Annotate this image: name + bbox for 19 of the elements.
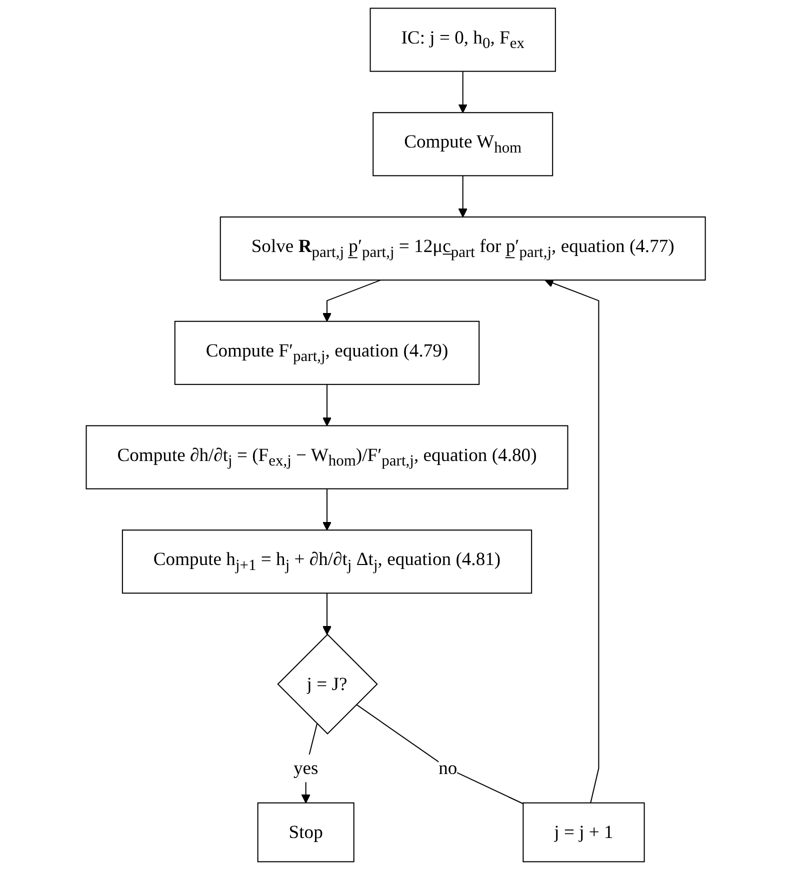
node-box — [522, 802, 645, 862]
arrow — [458, 71, 468, 114]
node-diamond — [277, 634, 378, 734]
connector — [356, 704, 524, 804]
arrow — [544, 278, 600, 803]
arrow — [322, 280, 382, 322]
node-box — [258, 802, 355, 862]
node-box — [372, 112, 554, 176]
node-box — [220, 216, 706, 281]
arrow — [458, 176, 468, 218]
edge-label: yes — [294, 757, 318, 778]
node-box — [86, 425, 568, 490]
node-box — [370, 8, 556, 72]
arrow — [322, 488, 332, 530]
edge-label: no — [438, 757, 458, 778]
node-box — [174, 320, 480, 385]
arrow — [322, 384, 332, 426]
node-box — [122, 530, 532, 594]
arrow — [322, 593, 332, 635]
